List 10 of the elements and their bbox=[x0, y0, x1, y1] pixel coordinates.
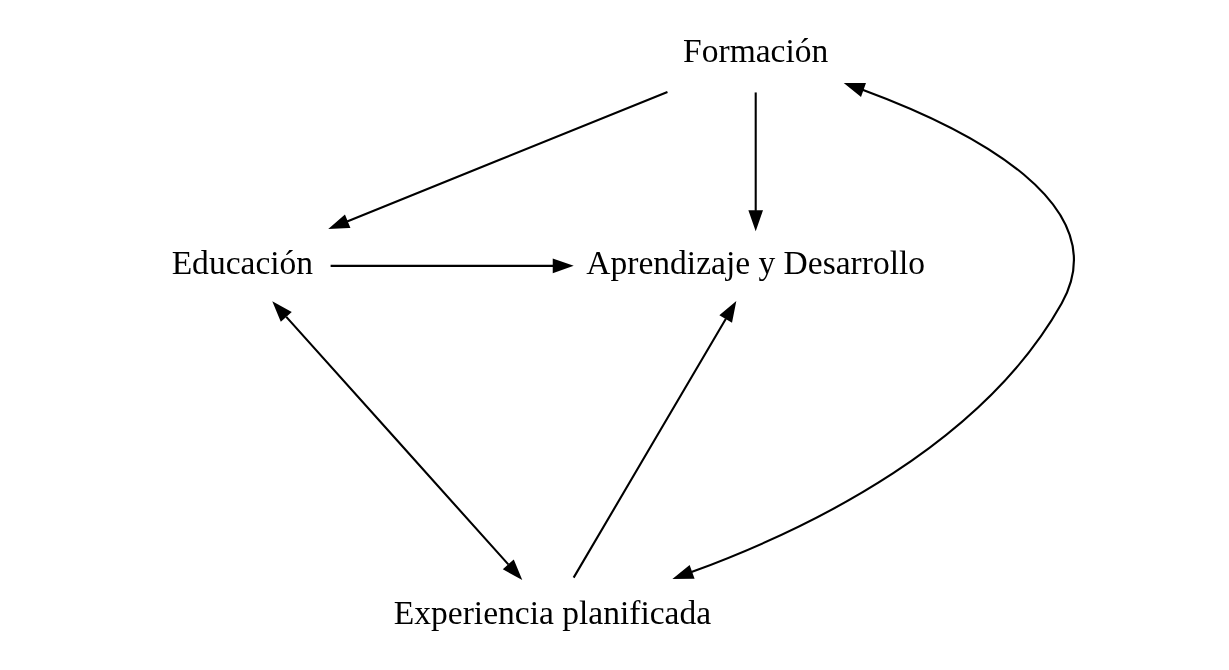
arrow bbox=[672, 82, 1075, 579]
node-text: Formación bbox=[683, 32, 829, 70]
arrow bbox=[330, 258, 574, 274]
node-text: Aprendizaje y Desarrollo bbox=[586, 243, 926, 281]
node-text: Experiencia planificada bbox=[393, 593, 712, 631]
arrow bbox=[272, 301, 523, 580]
arrow bbox=[572, 300, 737, 579]
arrow bbox=[328, 91, 668, 230]
arrow bbox=[748, 92, 764, 232]
node-text: Educación bbox=[171, 243, 314, 281]
